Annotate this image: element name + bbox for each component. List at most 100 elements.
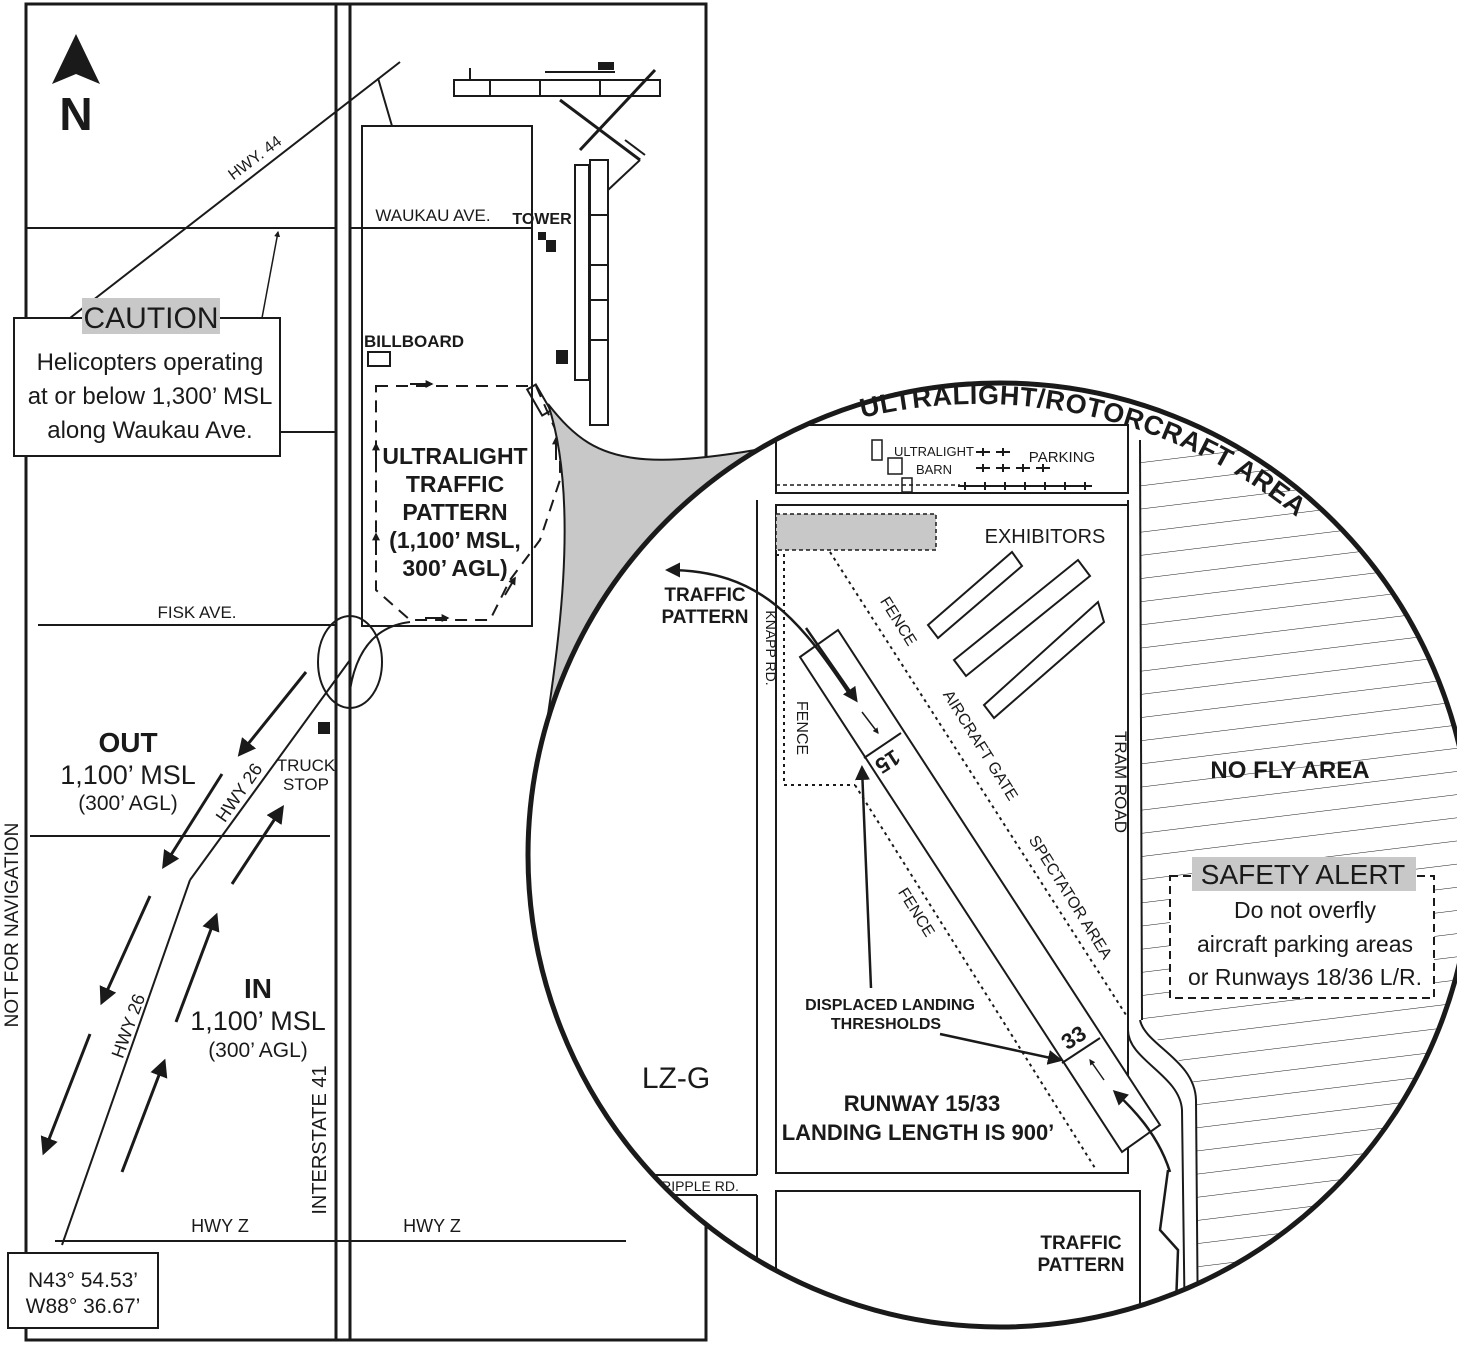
traffic-pattern-top-arrow: [665, 562, 852, 696]
parking-label: PARKING: [1029, 449, 1095, 466]
interstate-41-label: INTERSTATE 41: [309, 1065, 331, 1214]
hangar-marker: [556, 350, 568, 364]
caution-line-2: at or below 1,300’ MSL: [28, 383, 273, 410]
caution-title: CAUTION: [84, 302, 219, 335]
fence-left-label: FENCE: [793, 701, 810, 755]
caution-line-3: along Waukau Ave.: [47, 417, 252, 444]
coordinates-lat: N43° 54.53’: [28, 1269, 138, 1292]
fisk-ave-label: FISK AVE.: [157, 603, 236, 622]
caution-box: [13, 317, 281, 457]
in-arrow-3: [230, 804, 284, 885]
coordinates-box: [7, 1252, 159, 1329]
north-label: N: [59, 88, 92, 140]
exhibitors-label: EXHIBITORS: [985, 526, 1106, 548]
coordinates-lon: W88° 36.67’: [26, 1295, 141, 1318]
traffic-pattern-top-label-2: PATTERN: [662, 607, 749, 628]
hwy-26-connector: [349, 621, 411, 691]
fence-lower-dotted: [854, 784, 1096, 1169]
tower-marker: [538, 232, 546, 240]
traffic-pattern-top-label-1: TRAFFIC: [664, 585, 746, 606]
out-arrow-4: [40, 1033, 92, 1156]
airport-runways: [453, 68, 661, 426]
inset-circle-border: [525, 380, 1457, 1330]
ultralight-pattern-line-4: (1,100’ MSL,: [389, 527, 521, 553]
hwy-26-label-lower: HWY 26: [108, 991, 150, 1061]
no-fly-area-label: NO FLY AREA: [1210, 757, 1369, 784]
displaced-arrow-33: [939, 1032, 1063, 1065]
hwy-44-spur: [377, 77, 393, 127]
threshold-15-line: [863, 732, 902, 759]
ultralight-barn-2: [871, 439, 883, 461]
ripple-rd-label: RIPPLE RD.: [661, 1178, 739, 1194]
lz-g-label: LZ-G: [642, 1062, 710, 1095]
waukau-ave-label: WAUKAU AVE.: [375, 206, 490, 225]
ultralight-pattern-line-3: PATTERN: [402, 499, 507, 525]
airport-field: [361, 125, 533, 627]
hwy-26-road-a: [189, 659, 351, 881]
tower-building: [546, 240, 556, 252]
ultralight-barn-label-2: BARN: [916, 462, 952, 477]
no-fly-boundary: [1139, 439, 1143, 1021]
north-arrow-icon: [52, 34, 100, 84]
ultralight-barn-label-1: ULTRALIGHT: [894, 444, 974, 459]
fence-upper-dotted: [829, 551, 1129, 1019]
gray-parking-area: [775, 513, 937, 551]
truck-stop-marker: [318, 722, 330, 734]
runway-info-line-2: LANDING LENGTH IS 900’: [782, 1120, 1055, 1145]
traffic-pattern-top-entry: [804, 627, 858, 703]
out-altitude: 1,100’ MSL: [60, 760, 196, 790]
in-title: IN: [244, 973, 272, 1004]
out-title: OUT: [98, 727, 157, 758]
traffic-pattern-bottom-arrow: [1112, 1089, 1172, 1173]
billboard-label: BILLBOARD: [364, 332, 464, 351]
in-arrow-1: [120, 1058, 168, 1173]
knapp-rd-label: KNAPP RD.: [763, 610, 779, 685]
pattern-arrow-diag: [504, 576, 516, 596]
tram-road-label: TRAM ROAD: [1111, 731, 1130, 833]
traffic-pattern-bottom-label-2: PATTERN: [1038, 1255, 1125, 1276]
out-arrow-2: [162, 773, 224, 870]
threshold-33-line: [1061, 1037, 1101, 1064]
inset-block-top: [775, 424, 1129, 494]
tram-road-outer: [1127, 500, 1186, 1327]
hwy-z-label-right: HWY Z: [403, 1216, 461, 1236]
interchange-circle: [317, 615, 383, 709]
safety-alert-line-2: aircraft parking areas: [1197, 931, 1413, 957]
hangar-marker-2: [598, 62, 614, 70]
out-arrow-3: [99, 895, 152, 1006]
hwy-26-label-upper: HWY 26: [212, 760, 267, 826]
in-altitude: 1,100’ MSL: [190, 1006, 326, 1036]
ultralight-barn: [887, 457, 903, 475]
caution-leader: [261, 230, 281, 319]
runway-arrow-south: [861, 711, 879, 734]
traffic-pattern-bottom-label-1: TRAFFIC: [1040, 1233, 1122, 1254]
hwy-z-label-left: HWY Z: [191, 1216, 249, 1236]
displaced-thresholds-label-1: DISPLACED LANDING: [805, 997, 975, 1014]
hwy-26-road-b: [61, 879, 191, 1246]
in-agl: (300’ AGL): [208, 1039, 308, 1062]
ultralight-field-marker: [525, 383, 553, 417]
runway-15-33: [798, 628, 1162, 1154]
tower-label: TOWER: [512, 211, 572, 228]
truck-stop-label-1: TRUCK: [277, 756, 336, 775]
safety-alert-line-3: or Runways 18/36 L/R.: [1188, 964, 1422, 990]
caution-line-1: Helicopters operating: [37, 349, 264, 376]
runway-info-line-1: RUNWAY 15/33: [844, 1091, 1001, 1116]
out-agl: (300’ AGL): [78, 792, 178, 815]
safety-alert-box: [1169, 875, 1435, 999]
displaced-thresholds-label-2: THRESHOLDS: [831, 1016, 942, 1033]
in-arrow-2: [174, 912, 220, 1023]
left-map: N CAUTION Helicopters operating at or be…: [2, 2, 708, 1342]
truck-stop-label-2: STOP: [283, 775, 329, 794]
hwy-44-road: [69, 61, 401, 319]
runway-arrow-north: [1089, 1059, 1105, 1081]
caution-title-bg: [82, 298, 220, 334]
fence-left-dotted: [776, 554, 855, 786]
exhibitor-rows: [926, 550, 1106, 720]
out-arrow-1: [237, 671, 308, 757]
not-for-navigation-label: NOT FOR NAVIGATION: [2, 823, 23, 1028]
safety-alert-title-bg: [1192, 857, 1416, 891]
safety-alert-line-1: Do not overfly: [1234, 897, 1376, 923]
ultralight-pattern-line-1: ULTRALIGHT: [382, 443, 527, 469]
